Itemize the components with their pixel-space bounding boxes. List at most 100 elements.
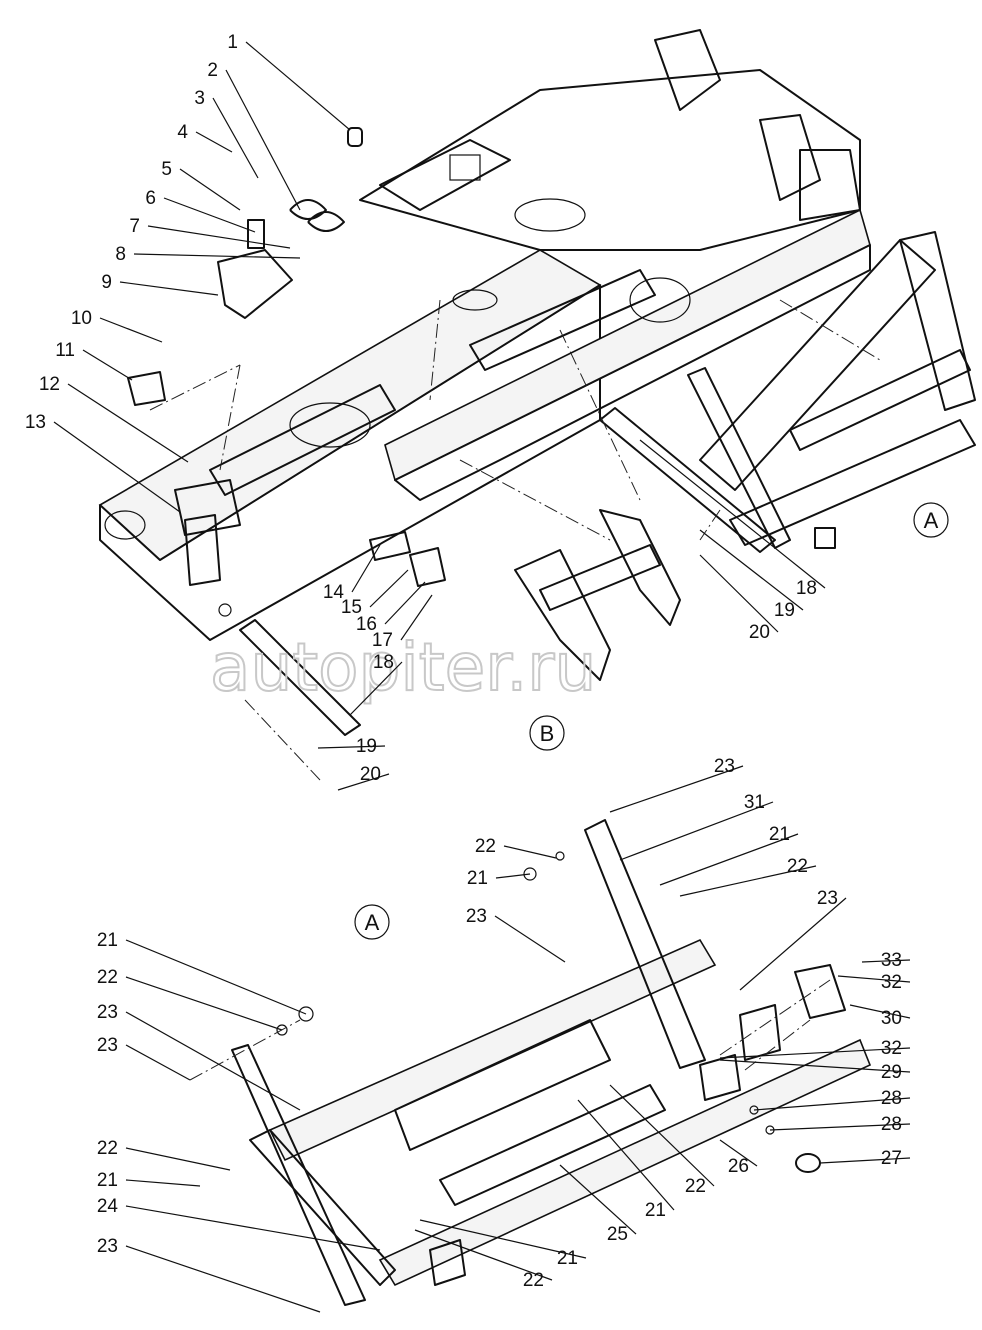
part-bottom-leader-28 <box>769 1123 911 1131</box>
part-1-bushing <box>347 127 363 147</box>
part-top-leader-19 <box>699 529 804 611</box>
part-13-mount <box>174 479 241 536</box>
part-21-nut-top <box>523 867 537 881</box>
view-callouts: A B A <box>354 502 949 940</box>
main-frame-assembly <box>98 29 871 641</box>
subframe-rail-front <box>729 419 976 546</box>
part-bottom-label-22: 22 <box>787 856 808 877</box>
part-top-leader-1 <box>245 41 351 131</box>
part-21-nut <box>298 1006 314 1022</box>
part-top-label-14: 14 <box>323 582 345 603</box>
subframe-top-view <box>699 231 976 549</box>
part-top-leader-12 <box>67 383 189 463</box>
part-bottom-label-28: 28 <box>881 1088 902 1109</box>
part-top-label-5: 5 <box>161 159 172 180</box>
part-top-leader-19 <box>317 745 386 749</box>
part-bottom-label-23: 23 <box>714 756 735 777</box>
part-22-washer-top <box>555 851 565 861</box>
part-bottom-leader-22 <box>609 1084 715 1187</box>
part-top-label-2: 2 <box>207 60 218 81</box>
part-bottom-label-33: 33 <box>881 950 902 971</box>
part-bottom-leader-30 <box>849 1004 911 1019</box>
part-bottom-label-28: 28 <box>881 1114 902 1135</box>
cross-member-front <box>209 384 396 496</box>
part-bottom-label-31: 31 <box>744 792 765 813</box>
mounted-box <box>379 139 511 211</box>
rear-upper-frame <box>359 69 861 251</box>
part-11-block <box>127 371 166 406</box>
part-top-leader-13 <box>53 421 181 513</box>
part-top-label-13: 13 <box>25 412 46 433</box>
part-bottom-leader-26 <box>719 1139 758 1167</box>
part-bottom-label-21: 21 <box>645 1200 666 1221</box>
part-bottom-label-27: 27 <box>881 1148 902 1169</box>
part-bottom-leader-21 <box>495 873 531 879</box>
part-top-leader-5 <box>179 168 241 211</box>
rail-inner-cross <box>394 1019 611 1151</box>
part-bottom-leader-23 <box>739 897 847 991</box>
part-top-label-1: 1 <box>227 32 238 53</box>
center-bracket-assembly <box>514 509 681 681</box>
part-top-leader-2 <box>225 69 301 211</box>
part-bottom-label-21: 21 <box>769 824 790 845</box>
part-14-pad <box>369 531 411 561</box>
part-bottom-leader-21 <box>125 1179 201 1187</box>
part-bottom-label-21: 21 <box>97 930 118 951</box>
part-bottom-leader-22 <box>503 845 557 859</box>
part-bottom-leader-22 <box>125 1147 231 1171</box>
part-bottom-leader-21 <box>419 1219 587 1259</box>
callout-b: B <box>540 721 555 746</box>
part-12-support <box>184 514 221 586</box>
center-bracket-right <box>599 509 681 626</box>
part-top-label-8: 8 <box>115 244 126 265</box>
part-bottom-label-21: 21 <box>97 1170 118 1191</box>
part-top-label-7: 7 <box>129 216 140 237</box>
rail-25-lower <box>378 1038 872 1287</box>
center-bracket-bar <box>539 544 661 611</box>
part-top-leader-20 <box>337 773 390 791</box>
part-top-leader-8 <box>133 253 301 259</box>
part-27-bushing <box>795 1153 821 1173</box>
part-top-leader-6 <box>163 197 256 233</box>
assembly-lines-top <box>149 299 881 781</box>
part-top-leader-11 <box>82 349 133 381</box>
part-bottom-leader-21 <box>125 939 307 1015</box>
front-eye <box>104 510 146 540</box>
bracket-26 <box>739 1004 781 1061</box>
part-top-label-6: 6 <box>145 188 156 209</box>
frame-oval-hole-small <box>452 289 498 311</box>
part-top-label-17: 17 <box>372 630 393 651</box>
part-top-leader-9 <box>119 281 219 296</box>
rail-23-upper <box>268 938 717 1162</box>
part-bottom-label-22: 22 <box>475 836 496 857</box>
part-22-washer <box>276 1024 288 1036</box>
part-bottom-leader-22 <box>414 1229 553 1281</box>
strut-18-right <box>599 407 776 553</box>
part-bottom-leader-21 <box>577 1099 675 1211</box>
bracket-30 <box>794 964 846 1019</box>
part-2-springs <box>289 199 345 232</box>
diagonal-strut-right <box>687 367 791 549</box>
part-bottom-label-32: 32 <box>881 972 902 993</box>
part-bottom-label-22: 22 <box>523 1270 544 1291</box>
part-bottom-label-26: 26 <box>728 1156 749 1177</box>
rear-bracket <box>799 149 861 221</box>
part-top-leader-3 <box>212 97 259 179</box>
part-bottom-leader-23 <box>125 1044 191 1081</box>
mounted-component <box>449 154 481 181</box>
callout-circle-b <box>529 715 565 751</box>
part-top-leader-7 <box>147 225 291 249</box>
part-bottom-label-23: 23 <box>97 1002 118 1023</box>
part-bottom-leader-29 <box>719 1059 911 1073</box>
part-bottom-label-22: 22 <box>685 1176 706 1197</box>
part-top-label-18: 18 <box>373 652 394 673</box>
part-bottom-leader-23 <box>125 1011 301 1111</box>
part-top-label-19: 19 <box>356 736 377 757</box>
part-bottom-label-30: 30 <box>881 1008 902 1029</box>
part-bottom-label-25: 25 <box>607 1224 628 1245</box>
part-bottom-label-23: 23 <box>466 906 487 927</box>
part-top-leader-4 <box>195 131 233 153</box>
